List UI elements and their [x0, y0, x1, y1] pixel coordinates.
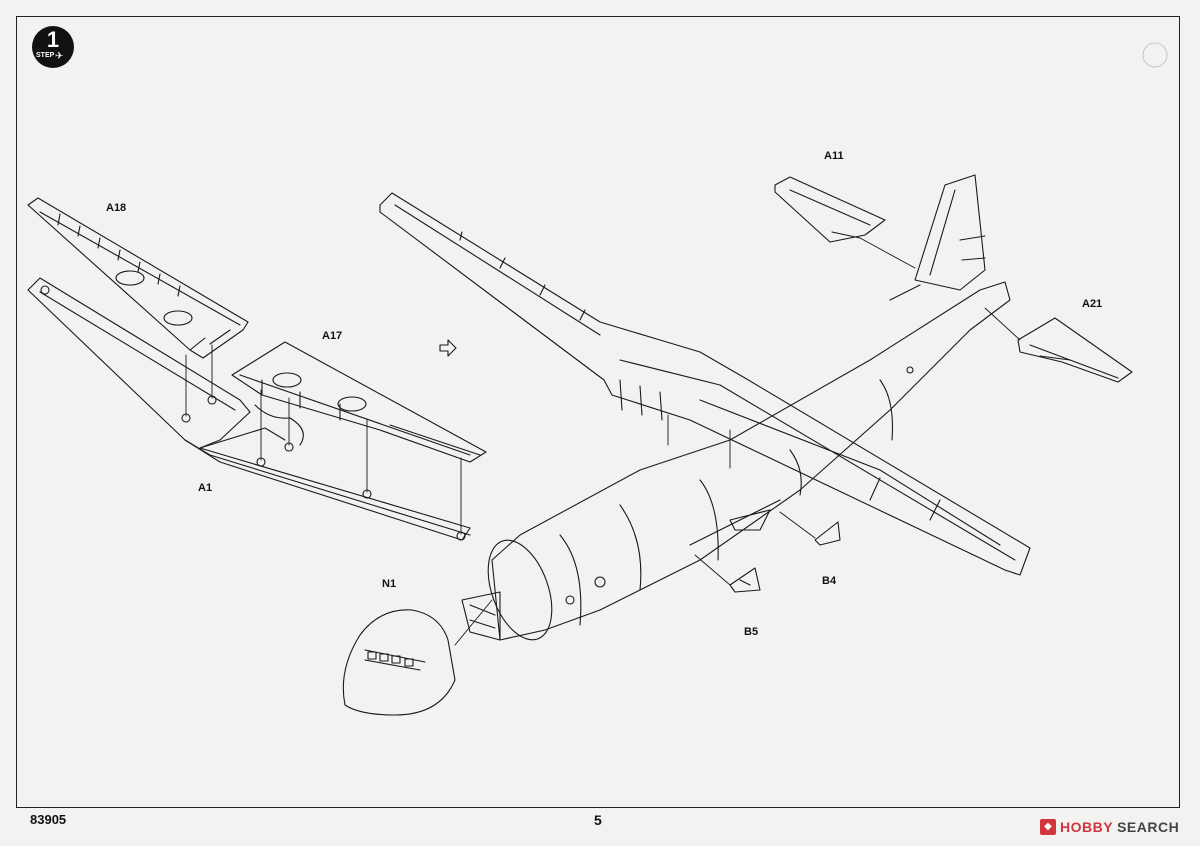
vertical-tail: [889, 174, 986, 301]
step-badge: 1 STEP ✈: [32, 26, 74, 68]
part-label-a18: A18: [106, 202, 127, 214]
part-label-a1: A1: [198, 482, 213, 494]
left-wing-attach-lines: [185, 344, 462, 535]
left-wing-lower-a1: [27, 277, 471, 541]
direction-arrow-icon: [439, 339, 457, 357]
part-label-b4: B4: [822, 575, 837, 587]
watermark: ◆ HOBBY SEARCH: [1040, 817, 1179, 837]
kit-code: 83905: [30, 812, 67, 827]
watermark-search: SEARCH: [1117, 819, 1180, 835]
step-number: 1: [46, 27, 60, 52]
step-word: STEP: [36, 52, 55, 59]
left-wing-upper-a18: [27, 197, 249, 359]
page-number: 5: [594, 812, 602, 828]
part-label-a21: A21: [1082, 298, 1103, 310]
nose-cone-n1: [342, 599, 493, 716]
main-wing: [379, 192, 1031, 576]
plane-icon: ✈: [55, 51, 64, 62]
part-label-a11: A11: [824, 150, 844, 162]
part-label-a17: A17: [322, 330, 343, 342]
part-label-b5: B5: [744, 626, 759, 638]
stabilizer-a11: [774, 176, 916, 269]
part-b4: [779, 511, 841, 546]
instruction-frame: [16, 16, 1180, 808]
watermark-hobby: HOBBY: [1060, 819, 1114, 835]
stabilizer-a21: [984, 307, 1133, 383]
part-b5: [694, 554, 761, 593]
part-label-n1: N1: [382, 578, 397, 590]
hobby-search-logo-icon: ◆: [1040, 819, 1056, 835]
left-wing-upper-a17: [231, 341, 487, 463]
wing-attach-lines: [667, 414, 731, 469]
fuselage: [461, 281, 1011, 641]
registered-mark-icon: [1142, 42, 1168, 68]
